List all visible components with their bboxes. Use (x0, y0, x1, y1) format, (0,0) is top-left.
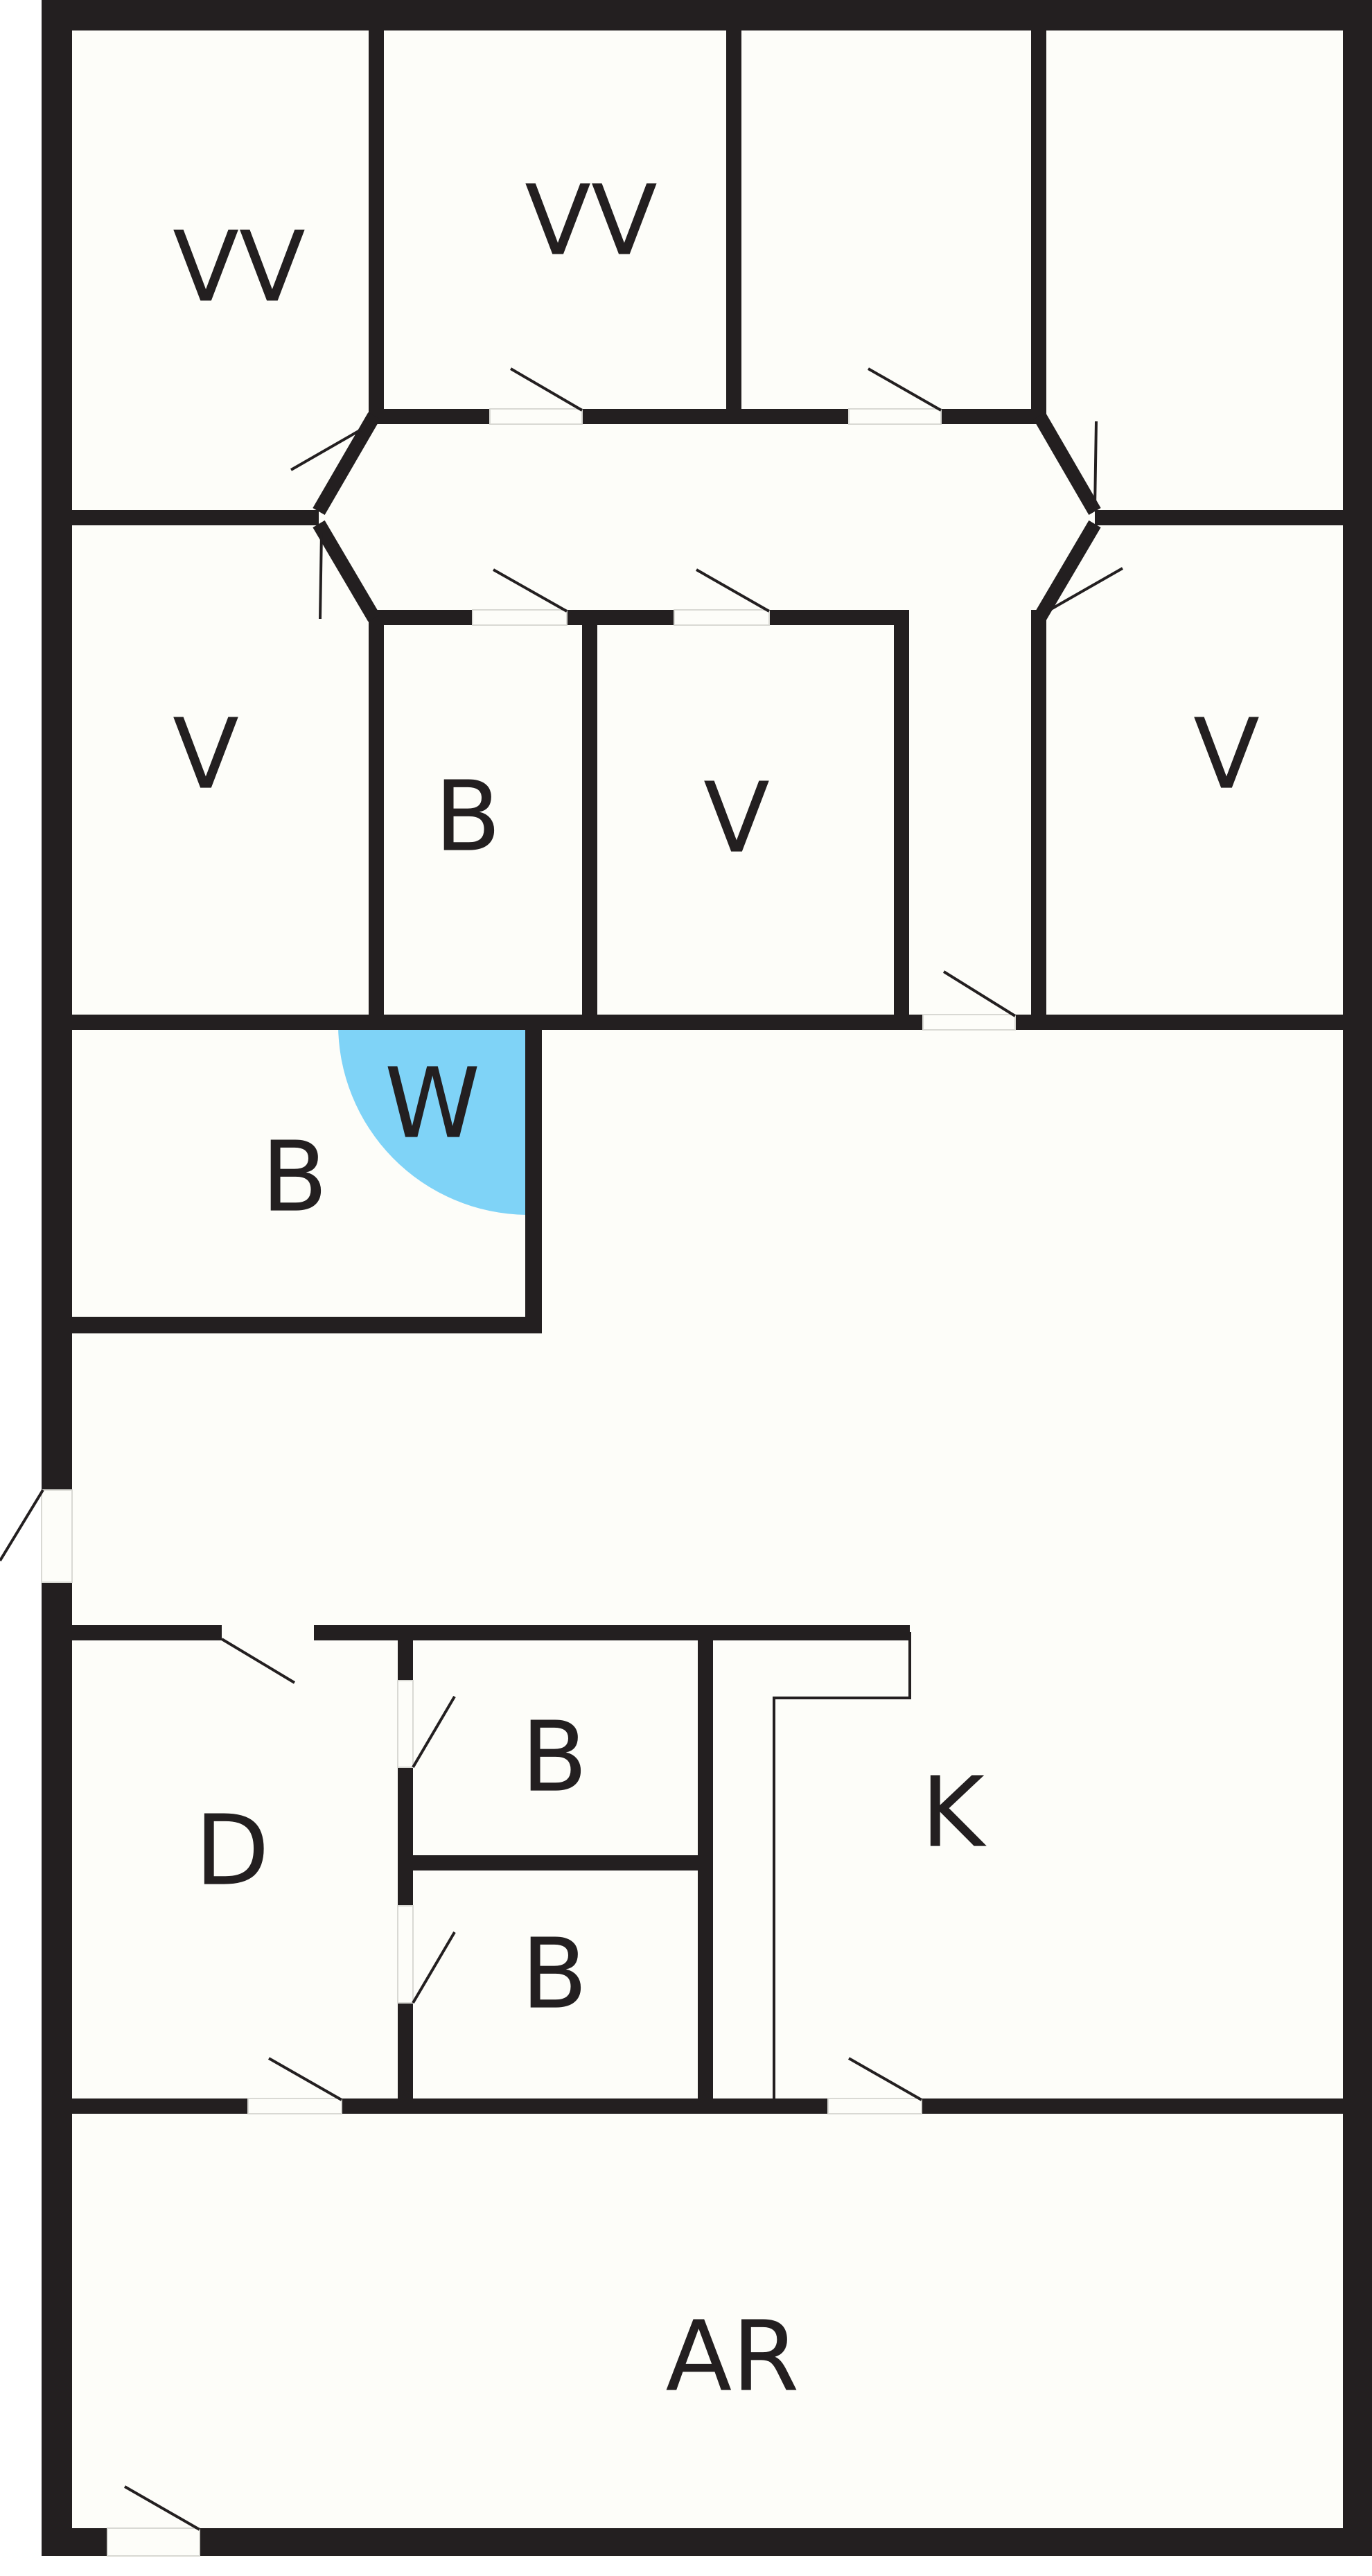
wall-v8-b (398, 1767, 413, 1906)
outer-wall-top (42, 0, 1372, 30)
corridor-top-wall-c (941, 409, 1045, 424)
wall-h-between-b (398, 1855, 713, 1870)
room-label-b-2: B (261, 1121, 328, 1234)
room-label-d: D (195, 1795, 270, 1908)
wall-h-mid-c (1015, 1015, 1351, 1030)
wall-v6 (894, 610, 909, 1026)
outer-wall-right (1343, 0, 1372, 2556)
room-label-v-2: V (703, 762, 770, 875)
room-label-vv-1: VV (173, 211, 306, 324)
lower-wall-bottom-a (69, 2099, 248, 2114)
lower-wall-top-a (69, 1625, 222, 1640)
outer-wall-left-lower (42, 1582, 72, 2556)
door-swings (0, 367, 1123, 2531)
kitchen-counter (773, 1632, 911, 2100)
lower-wall-top-b (314, 1625, 910, 1640)
wall-h-mid-a (69, 1015, 922, 1030)
room-label-vv-2: VV (525, 165, 658, 278)
room-label-w: W (385, 1048, 480, 1161)
corridor-top-wall-a (369, 409, 490, 424)
washing-area-zone (337, 1023, 527, 1215)
room-label-b-3: B (521, 1701, 588, 1814)
corridor-bottom-wall-c (769, 610, 909, 625)
room-label-v-3: V (1193, 699, 1260, 812)
wall-v1 (369, 21, 384, 421)
lower-wall-bottom-c (922, 2099, 1351, 2114)
wall-h-right (1095, 510, 1351, 525)
wall-v4 (369, 610, 384, 1026)
outer-wall-bottom (42, 2528, 1372, 2556)
wall-h-mid-b (909, 1015, 923, 1030)
room-label-b-1: B (434, 761, 501, 874)
corridor-bottom-wall-a (369, 610, 473, 625)
bathroom-wall-right (525, 1015, 542, 1333)
room-label-ar: AR (665, 2301, 799, 2414)
room-label-b-4: B (521, 1918, 588, 2031)
corridor-diagonal-walls (313, 412, 1101, 622)
bathroom-wall-bottom (69, 1317, 542, 1333)
outer-wall-left-upper (42, 0, 72, 1490)
wall-v7 (1031, 610, 1046, 1026)
walls (42, 0, 1372, 2556)
wall-v2 (726, 21, 741, 421)
wall-h-left (69, 510, 319, 525)
wall-v5 (582, 610, 597, 1026)
lower-wall-bottom-b (342, 2099, 828, 2114)
room-label-k: K (921, 1757, 987, 1870)
corridor-top-wall-b (582, 409, 849, 424)
room-label-v-1: V (173, 699, 239, 812)
floor-area (55, 14, 1358, 2557)
wall-v8-c (398, 2003, 413, 2110)
door-openings (41, 408, 1016, 2557)
wall-v8-a (398, 1625, 413, 1681)
wall-v3 (1031, 21, 1046, 421)
